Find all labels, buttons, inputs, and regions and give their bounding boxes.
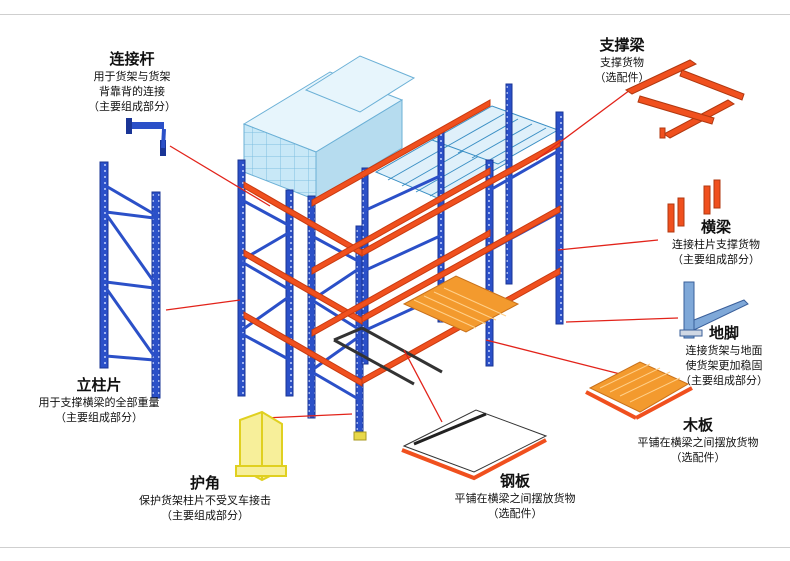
- beam-desc-2: （主要组成部分）: [672, 253, 760, 266]
- upright-frame-title: 立柱片: [76, 376, 122, 394]
- label-beam: 横梁 连接柱片支撑货物 （主要组成部分）: [664, 218, 768, 267]
- foot-desc-3: （主要组成部分）: [680, 374, 768, 387]
- connector-desc-3: （主要组成部分）: [88, 100, 176, 113]
- label-upright-frame: 立柱片 用于支撑横梁的全部重量 （主要组成部分）: [20, 376, 178, 425]
- foot-desc-2: 使货架更加稳固: [685, 359, 763, 372]
- bottom-divider: [0, 547, 790, 548]
- upright-frame-desc-1: 用于支撑横梁的全部重量: [38, 396, 160, 409]
- label-guard: 护角 保护货架柱片不受叉车接击 （主要组成部分）: [124, 474, 286, 523]
- rack-base-plate: [353, 431, 367, 441]
- foot-title: 地脚: [708, 324, 739, 342]
- steel-deck-icon: [401, 409, 548, 481]
- steel-panel-desc-2: （选配件）: [487, 507, 543, 520]
- row-spacer-icon: [126, 118, 166, 156]
- rack-uprights: [237, 83, 564, 437]
- wood-panel-desc-2: （选配件）: [670, 451, 726, 464]
- corner-guard-icon: [235, 410, 287, 482]
- wood-deck-in-rack: [402, 275, 520, 333]
- support-beam-title: 支撑梁: [599, 36, 645, 54]
- pallet-support-icon: [624, 59, 745, 139]
- steel-panel-title: 钢板: [499, 472, 530, 490]
- guard-desc-2: （主要组成部分）: [161, 509, 249, 522]
- wood-panel-title: 木板: [682, 416, 713, 434]
- guard-desc-1: 保护货架柱片不受叉车接击: [139, 494, 271, 507]
- beam-icon: [667, 179, 721, 233]
- beam-desc-1: 连接柱片支撑货物: [672, 238, 760, 251]
- upright-frame-icon: [99, 161, 161, 399]
- support-beam-desc-1: 支撑货物: [600, 56, 644, 69]
- base-plate-icon: [679, 281, 749, 339]
- label-wood-panel: 木板 平铺在横梁之间摆放货物 （选配件）: [628, 416, 768, 465]
- label-steel-panel: 钢板 平铺在横梁之间摆放货物 （选配件）: [444, 472, 586, 521]
- beam-title: 横梁: [700, 218, 731, 236]
- connector-desc-2: 背靠背的连接: [99, 85, 165, 98]
- support-beam-desc-2: （选配件）: [594, 71, 650, 84]
- callout-lines: [165, 89, 679, 423]
- goods-stack-right: [304, 55, 416, 113]
- guard-title: 护角: [189, 474, 220, 492]
- connector-title: 连接杆: [109, 50, 155, 68]
- steel-panel-desc-1: 平铺在横梁之间摆放货物: [454, 492, 576, 505]
- wood-deck-icon: [585, 361, 693, 420]
- top-divider: [0, 14, 790, 15]
- steel-deck-in-rack: [333, 326, 443, 386]
- label-connector: 连接杆 用于货架与货架 背靠背的连接 （主要组成部分）: [72, 50, 192, 114]
- foot-desc-1: 连接货架与地面: [685, 344, 763, 357]
- label-support-beam: 支撑梁 支撑货物 （选配件）: [582, 36, 662, 85]
- label-foot: 地脚 连接货架与地面 使货架更加稳固 （主要组成部分）: [676, 324, 772, 388]
- wood-panel-desc-1: 平铺在横梁之间摆放货物: [637, 436, 759, 449]
- connector-desc-1: 用于货架与货架: [93, 70, 171, 83]
- upright-frame-desc-2: （主要组成部分）: [55, 411, 143, 424]
